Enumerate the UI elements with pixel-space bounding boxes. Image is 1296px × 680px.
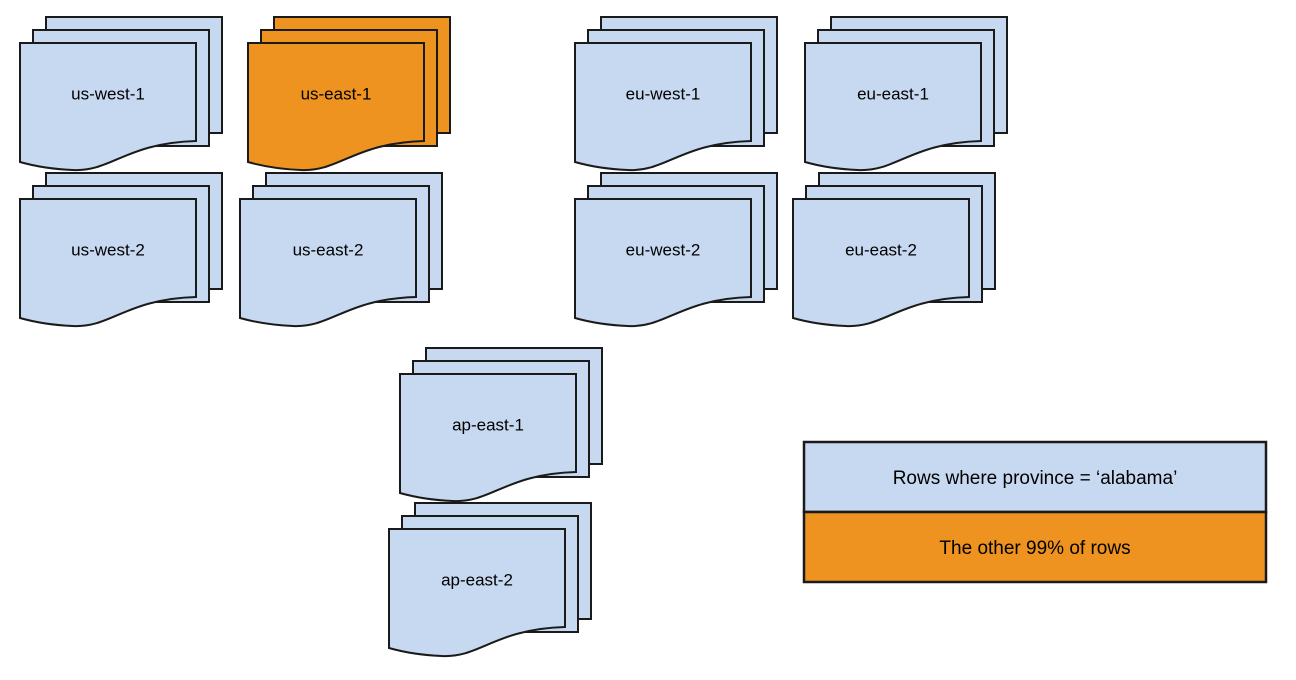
legend-row-other: The other 99% of rows [802,510,1268,584]
region-stack-eu-east-2[interactable]: eu-east-2 [792,172,996,328]
region-stack-label: eu-west-2 [626,240,701,259]
legend-label: The other 99% of rows [939,538,1130,559]
region-stack-us-west-1[interactable]: us-west-1 [19,16,223,172]
region-stack-label: us-west-1 [71,84,145,103]
stack-sheet-front [804,42,982,172]
stack-sheet-front [574,198,752,328]
legend-label: Rows where province = ‘alabama’ [893,468,1178,489]
region-stack-us-west-2[interactable]: us-west-2 [19,172,223,328]
legend-row-alabama: Rows where province = ‘alabama’ [802,440,1268,514]
region-stack-eu-east-1[interactable]: eu-east-1 [804,16,1008,172]
region-stack-label: us-east-1 [301,84,372,103]
stack-sheet-front [239,198,417,328]
region-stack-ap-east-1[interactable]: ap-east-1 [399,347,603,503]
stack-sheet-front [19,198,197,328]
stack-sheet-front [399,373,577,503]
region-stack-us-east-2[interactable]: us-east-2 [239,172,443,328]
stack-sheet-front [574,42,752,172]
legend-group: Rows where province = ‘alabama’ The other… [802,440,1268,584]
stack-sheet-front [19,42,197,172]
stack-sheet-front [247,42,425,172]
region-stack-us-east-1[interactable]: us-east-1 [247,16,451,172]
region-stack-label: us-west-2 [71,240,145,259]
legend-swatch [802,510,1268,584]
region-stack-label: eu-west-1 [626,84,701,103]
stack-sheet-front [388,528,566,658]
region-stack-label: eu-east-2 [845,240,917,259]
region-stack-label: ap-east-2 [441,570,513,589]
region-stack-eu-west-1[interactable]: eu-west-1 [574,16,778,172]
region-stack-ap-east-2[interactable]: ap-east-2 [388,502,592,658]
region-stack-label: us-east-2 [293,240,364,259]
region-stack-eu-west-2[interactable]: eu-west-2 [574,172,778,328]
region-stacks-group: us-west-1 us-east-1 eu-west-1 eu-east-1 us-w… [19,16,1008,658]
region-stack-label: ap-east-1 [452,415,524,434]
region-stack-label: eu-east-1 [857,84,929,103]
legend-swatch [802,440,1268,514]
stack-sheet-front [792,198,970,328]
